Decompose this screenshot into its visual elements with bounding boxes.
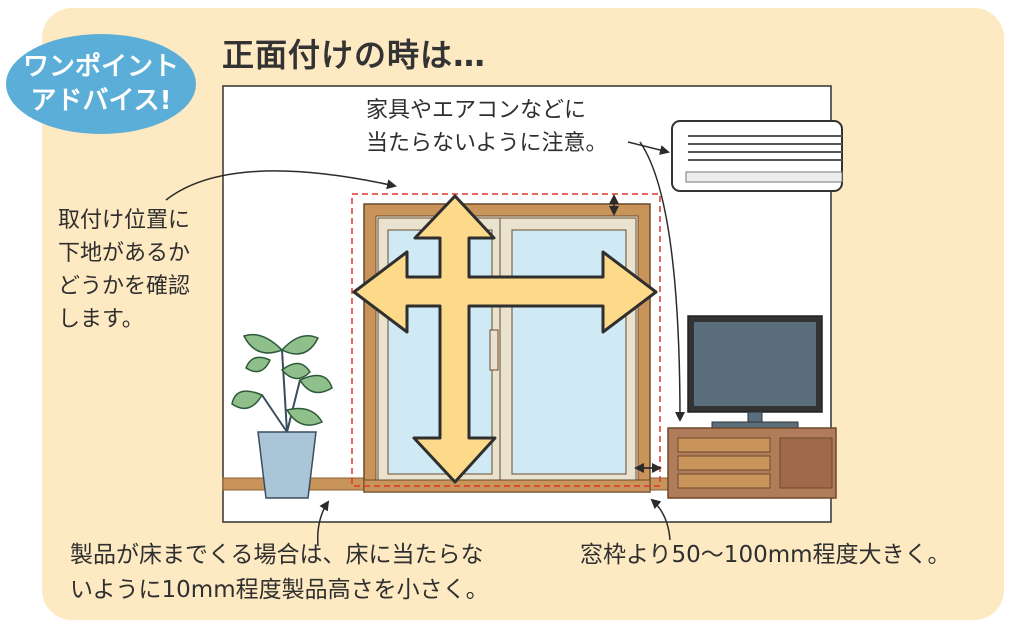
badge-line2: アドバイス! (30, 86, 172, 116)
move-arrows-icon (352, 194, 658, 484)
one-point-advice-badge: ワンポイント アドバイス! (6, 34, 196, 134)
page-title: 正面付けの時は… (222, 36, 487, 74)
furniture-leader-to-aircon (627, 141, 670, 155)
check-note-line4: します。 (58, 307, 144, 332)
floor-note-line1: 製品が床までくる場合は、床に当たらな (70, 542, 484, 568)
product-size-outline (351, 193, 661, 487)
floor-note: 製品が床までくる場合は、床に当たらな いように10mm程度製品高さを小さく。 (70, 538, 489, 608)
aircon-icon (671, 120, 843, 192)
badge-line1: ワンポイント (22, 52, 179, 82)
window-icon (363, 203, 651, 493)
furniture-note-line2: 当たらないように注意。 (366, 131, 608, 156)
size-note: 窓枠より50〜100mm程度大きく。 (580, 538, 951, 573)
tv-cabinet (667, 427, 837, 499)
check-note-line3: どうかを確認 (58, 274, 191, 299)
check-leader (165, 170, 397, 201)
tv-icon (687, 315, 823, 429)
check-note-line1: 取付け位置に (58, 208, 191, 233)
furniture-note-line1: 家具やエアコンなどに (366, 98, 587, 123)
size-leader (650, 498, 671, 541)
check-note-line2: 下地があるか (58, 241, 191, 266)
floor-leader (316, 500, 330, 547)
furniture-note: 家具やエアコンなどに 当たらないように注意。 (366, 94, 608, 160)
size-note-line1: 窓枠より50〜100mm程度大きく。 (580, 542, 951, 568)
furniture-leader-to-tv (639, 141, 685, 422)
check-note: 取付け位置に 下地があるか どうかを確認 します。 (58, 204, 190, 336)
floor-note-line2: いように10mm程度製品高さを小さく。 (70, 577, 489, 603)
plant-icon (231, 333, 333, 499)
